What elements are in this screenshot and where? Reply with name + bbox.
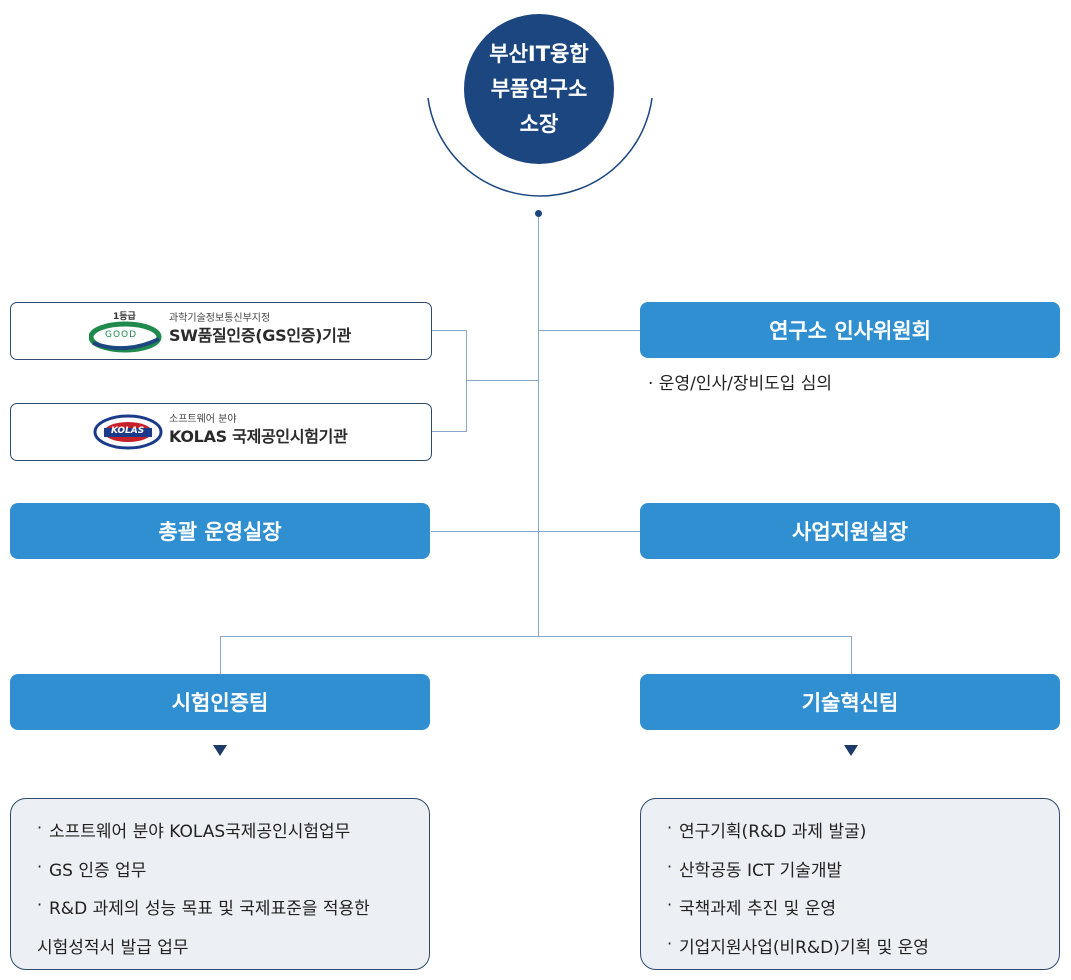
- kolas-cert-title: KOLAS 국제공인시험기관: [169, 427, 348, 446]
- director-line-1: 부산IT융합: [489, 41, 589, 66]
- good-mark-text: GOOD: [105, 330, 138, 340]
- director-node: 부산IT융합 부품연구소 소장: [464, 14, 614, 164]
- kolas-mark-text: KOLAS: [111, 426, 145, 436]
- director-connector-dot: [535, 210, 542, 217]
- gs-certification-box: 1등급 GOOD 과학기술정보통신부지정 SW품질인증(GS인증)기관: [10, 302, 432, 360]
- tech-innovation-duties-box: 연구기획(R&D 과제 발굴) 산학공동 ICT 기술개발 국책과제 추진 및 …: [640, 798, 1060, 970]
- hr-committee-note: · 운영/인사/장비도입 심의: [648, 374, 833, 394]
- good-mark-icon: [89, 321, 162, 353]
- duty-item: 연구기획(R&D 과제 발굴): [667, 809, 1059, 852]
- office-connector: [431, 531, 640, 532]
- director-arc: [427, 97, 653, 197]
- right-team-drop: [851, 636, 852, 674]
- test-certification-team-box: 시험인증팀: [10, 674, 430, 730]
- business-support-office-box: 사업지원실장: [640, 503, 1060, 559]
- gs-cert-text: 과학기술정보통신부지정 SW품질인증(GS인증)기관: [169, 313, 351, 347]
- kolas-cert-subtitle: 소프트웨어 분야: [169, 414, 237, 425]
- gs-good-logo: 1등급 GOOD: [89, 311, 169, 353]
- duty-item: GS 인증 업무: [37, 848, 429, 891]
- duty-item: 산학공동 ICT 기술개발: [667, 848, 1059, 891]
- tech-innovation-team-box: 기술혁신팀: [640, 674, 1060, 730]
- gs-cert-title: SW품질인증(GS인증)기관: [169, 326, 352, 345]
- committee-connector: [538, 330, 640, 331]
- duty-item: R&D 과제의 성능 목표 및 국제표준을 적용한: [37, 886, 429, 929]
- cert-bottom-connector: [431, 431, 467, 432]
- right-down-arrow-icon: [844, 745, 858, 756]
- left-down-arrow-icon: [213, 745, 227, 756]
- duty-item: 소프트웨어 분야 KOLAS국제공인시험업무: [37, 809, 429, 852]
- test-certification-duties-box: 소프트웨어 분야 KOLAS국제공인시험업무 GS 인증 업무 R&D 과제의 …: [10, 798, 430, 970]
- duty-item: 국책과제 추진 및 운영: [667, 886, 1059, 929]
- kolas-mark-icon: [93, 414, 163, 450]
- tech-innovation-duties-list: 연구기획(R&D 과제 발굴) 산학공동 ICT 기술개발 국책과제 추진 및 …: [667, 809, 1059, 968]
- cert-top-connector: [431, 330, 467, 331]
- gs-cert-subtitle: 과학기술정보통신부지정: [169, 313, 271, 324]
- director-line-3: 소장: [519, 111, 559, 136]
- test-certification-duties-list: 소프트웨어 분야 KOLAS국제공인시험업무 GS 인증 업무 R&D 과제의 …: [37, 809, 429, 967]
- cert-to-trunk-connector: [466, 380, 538, 381]
- main-trunk-line: [538, 214, 539, 636]
- kolas-cert-text: 소프트웨어 분야 KOLAS 국제공인시험기관: [169, 414, 348, 448]
- general-operations-office-box: 총괄 운영실장: [10, 503, 430, 559]
- left-team-drop: [220, 636, 221, 674]
- kolas-certification-box: KOLAS 소프트웨어 분야 KOLAS 국제공인시험기관: [10, 403, 432, 461]
- kolas-logo: KOLAS: [93, 414, 163, 450]
- duty-item-continuation: 시험성적서 발급 업무: [37, 937, 189, 958]
- duty-item: 기업지원사업(비R&D)기획 및 운영: [667, 925, 1059, 968]
- team-branch-line: [220, 636, 852, 637]
- hr-committee-box: 연구소 인사위원회: [640, 302, 1060, 358]
- gs-grade-badge: 1등급: [113, 312, 136, 322]
- cert-bracket-line: [466, 330, 467, 432]
- director-line-2: 부품연구소: [490, 76, 588, 101]
